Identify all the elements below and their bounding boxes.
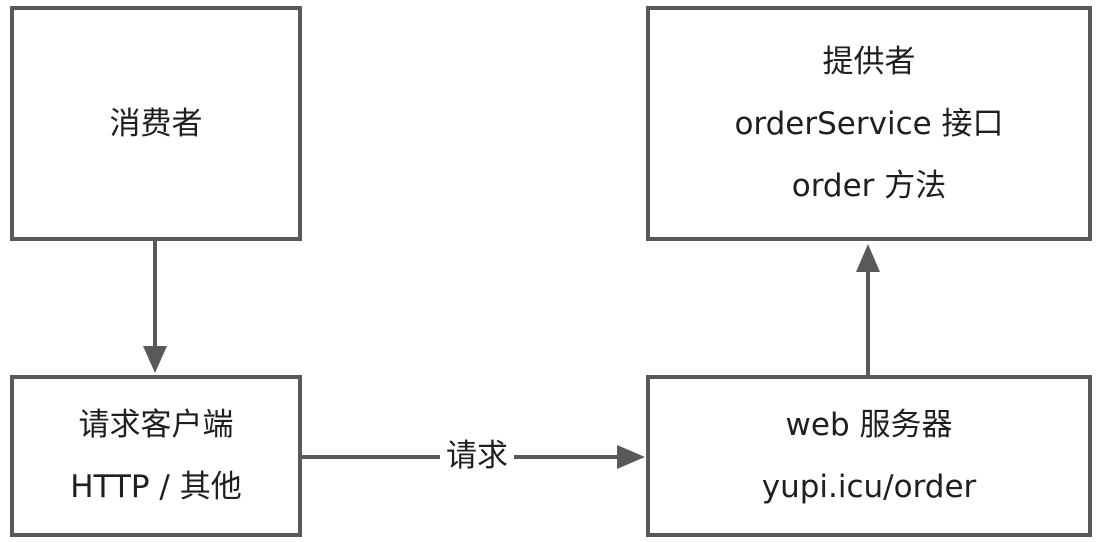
provider-method: order 方法: [791, 167, 947, 204]
request-edge-label: 请求: [440, 432, 514, 480]
consumer-label: 消费者: [109, 105, 203, 142]
edge-server-to-provider: [856, 244, 880, 375]
web-server-url: yupi.icu/order: [761, 469, 977, 505]
request-client-node: 请求客户端 HTTP / 其他: [10, 375, 302, 537]
web-server-node: web 服务器 yupi.icu/order: [646, 375, 1092, 537]
web-server-title: web 服务器: [785, 407, 953, 443]
arrowhead-down: [143, 346, 167, 373]
provider-interface: orderService 接口: [734, 105, 1004, 142]
request-client-title: 请求客户端: [78, 407, 234, 443]
arrowhead-up: [856, 244, 880, 272]
request-client-protocol: HTTP / 其他: [70, 469, 242, 505]
arrowhead-right: [617, 445, 645, 469]
edge-consumer-to-client: [143, 241, 167, 373]
provider-node: 提供者 orderService 接口 order 方法: [646, 6, 1092, 241]
consumer-node: 消费者: [10, 6, 302, 241]
provider-title: 提供者: [822, 43, 916, 80]
